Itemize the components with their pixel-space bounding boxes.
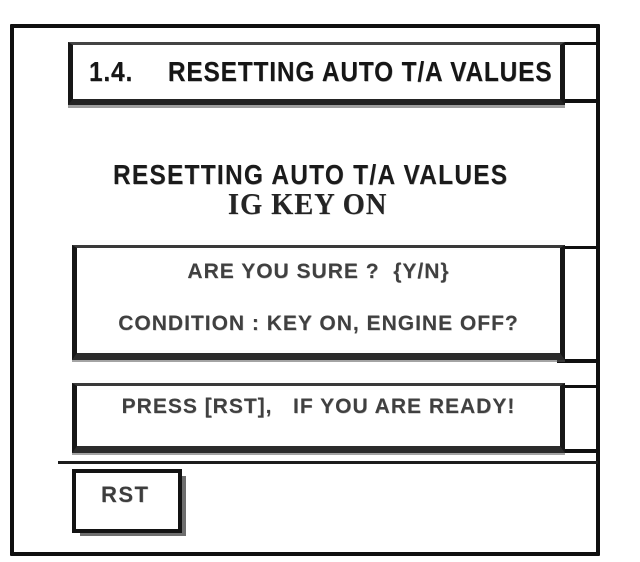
section-number: 1.4. (89, 56, 134, 87)
screen-box-confirm: ARE YOU SURE ? {Y/N} CONDITION : KEY ON,… (72, 245, 565, 360)
procedure-heading-text: RESETTING AUTO T/A VALUES (113, 159, 509, 190)
connector-rule-title-bottom (563, 99, 600, 103)
connector-rule-press-top (560, 385, 600, 388)
rst-button: RST (72, 469, 182, 533)
section-title-text: 1.4. RESETTING AUTO T/A VALUES (89, 56, 552, 88)
section-title-box: 1.4. RESETTING AUTO T/A VALUES (68, 42, 565, 105)
connector-rule-title-top (563, 42, 600, 45)
step-label: IG KEY ON (228, 186, 388, 221)
section-title-label: RESETTING AUTO T/A VALUES (167, 56, 553, 87)
connector-rule-confirm-bottom (557, 359, 600, 363)
connector-rule-press-bottom (557, 449, 600, 453)
separator-rule (58, 461, 598, 464)
procedure-heading: RESETTING AUTO T/A VALUES (76, 127, 568, 223)
confirm-prompt: ARE YOU SURE ? {Y/N} (187, 260, 450, 283)
confirm-condition: CONDITION : KEY ON, ENGINE OFF? (118, 312, 519, 335)
press-rst-instruction: PRESS [RST], IF YOU ARE READY! (121, 395, 516, 418)
rst-button-label: RST (101, 482, 150, 507)
connector-rule-confirm-top (560, 246, 600, 249)
page-border-frame (10, 24, 600, 556)
screen-box-press-rst: PRESS [RST], IF YOU ARE READY! (72, 383, 565, 453)
step-ig-key-on: IG KEY ON (16, 186, 600, 222)
